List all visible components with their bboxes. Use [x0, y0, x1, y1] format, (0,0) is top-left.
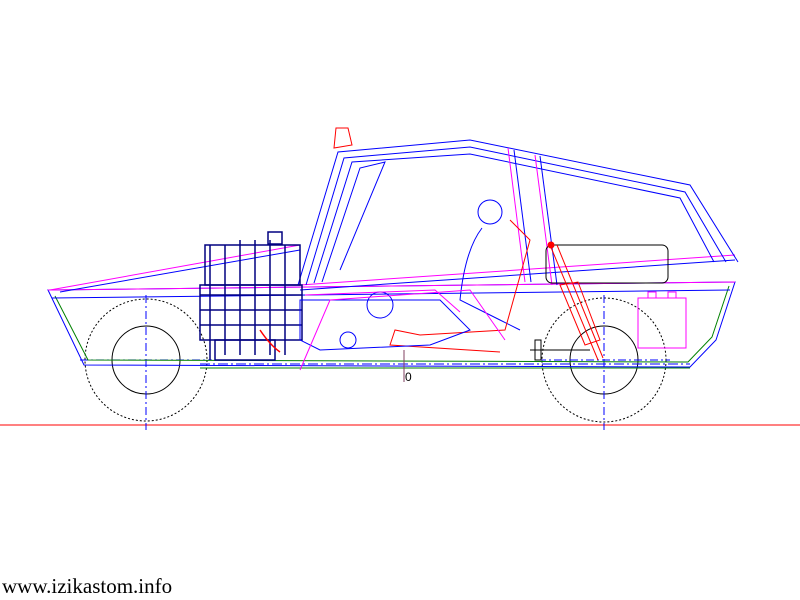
rear-wheel	[538, 295, 670, 430]
fuel-tank	[545, 244, 669, 284]
dimension-label: 0	[405, 370, 412, 384]
body-tub	[47, 281, 736, 369]
driver-seat	[299, 199, 531, 371]
engine	[199, 231, 303, 361]
website-watermark: www.izikastom.info	[2, 574, 173, 598]
battery	[637, 291, 687, 349]
roll-cage	[297, 127, 739, 286]
rear-suspension	[530, 241, 604, 361]
hood	[49, 244, 736, 293]
front-wheel	[80, 295, 212, 430]
